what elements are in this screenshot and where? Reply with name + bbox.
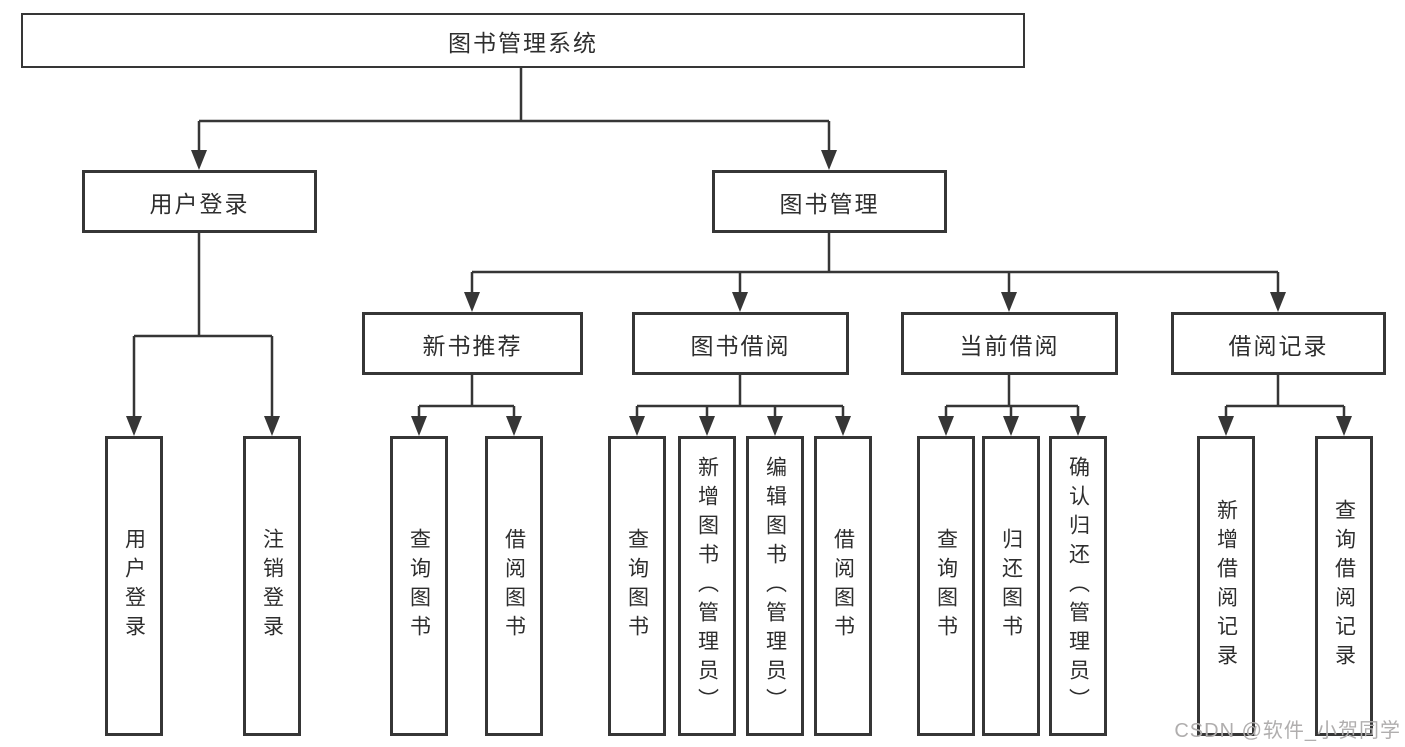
leaf-query-books-2: 查询图书 [608,436,666,736]
leaf-edit-books-admin: 编辑图书（管理员） [746,436,804,736]
node-book-borrow-label: 图书借阅 [690,332,791,359]
leaf-confirm-return-admin: 确认归还（管理员） [1049,436,1107,736]
leaf-query-books-1: 查询图书 [390,436,448,736]
leaf-borrow-books-1-label: 借阅图书 [502,528,526,644]
node-borrow-records: 借阅记录 [1171,312,1386,375]
node-current-borrow: 当前借阅 [901,312,1118,375]
node-book-management: 图书管理 [712,170,947,233]
leaf-query-books-3-label: 查询图书 [934,528,958,644]
leaf-query-books-2-label: 查询图书 [625,528,649,644]
leaf-add-books-admin: 新增图书（管理员） [678,436,736,736]
leaf-borrow-books-2: 借阅图书 [814,436,872,736]
leaf-query-borrow-record-label: 查询借阅记录 [1332,499,1356,673]
node-book-management-label: 图书管理 [779,190,880,217]
leaf-return-books: 归还图书 [982,436,1040,736]
csdn-watermark: CSDN @软件_小贺同学 [1174,720,1401,742]
node-borrow-records-label: 借阅记录 [1228,332,1329,359]
leaf-add-borrow-record-label: 新增借阅记录 [1214,499,1238,673]
leaf-add-books-admin-label: 新增图书（管理员） [695,455,719,717]
node-current-borrow-label: 当前借阅 [959,332,1060,359]
node-new-book-recommend-label: 新书推荐 [422,332,523,359]
leaf-borrow-books-2-label: 借阅图书 [831,528,855,644]
node-root-label: 图书管理系统 [448,29,598,56]
leaf-return-books-label: 归还图书 [999,528,1023,644]
node-new-book-recommend: 新书推荐 [362,312,583,375]
leaf-add-borrow-record: 新增借阅记录 [1197,436,1255,736]
leaf-borrow-books-1: 借阅图书 [485,436,543,736]
node-root-system: 图书管理系统 [21,13,1025,68]
node-user-login: 用户登录 [82,170,317,233]
node-book-borrow: 图书借阅 [632,312,849,375]
node-user-login-label: 用户登录 [149,190,250,217]
leaf-query-borrow-record: 查询借阅记录 [1315,436,1373,736]
leaf-edit-books-admin-label: 编辑图书（管理员） [763,455,787,717]
leaf-query-books-3: 查询图书 [917,436,975,736]
leaf-confirm-return-admin-label: 确认归还（管理员） [1066,455,1090,717]
leaf-logout: 注销登录 [243,436,301,736]
leaf-user-login: 用户登录 [105,436,163,736]
leaf-logout-label: 注销登录 [260,528,284,644]
leaf-user-login-label: 用户登录 [122,528,146,644]
leaf-query-books-1-label: 查询图书 [407,528,431,644]
